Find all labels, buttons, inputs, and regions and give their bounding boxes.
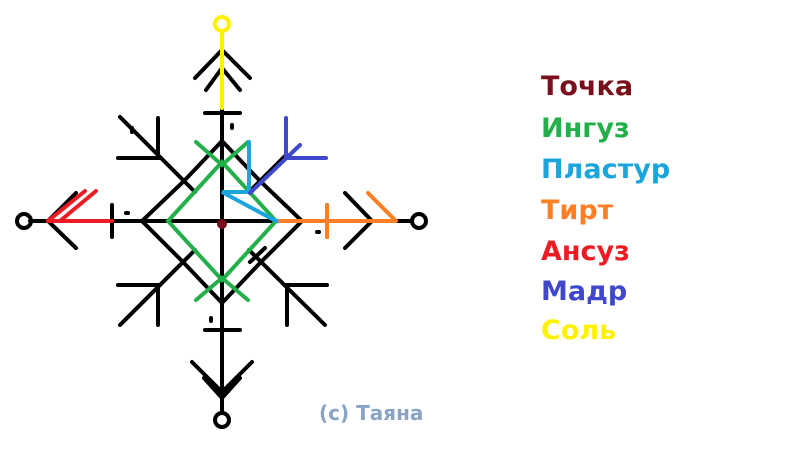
legend-label: Тирт — [541, 195, 614, 226]
legend-sol: Соль — [541, 316, 616, 346]
tirt-head — [366, 191, 398, 223]
ansuz-rune-second — [58, 189, 98, 223]
legend-inguz: Ингуз — [541, 114, 630, 144]
legend-label: Мадр — [541, 276, 628, 307]
copyright-text: (c) Таяна — [319, 401, 424, 425]
top-left-tick — [116, 116, 160, 160]
left-end-circle — [15, 212, 33, 230]
legend-label: Ансуз — [541, 236, 630, 267]
right-end-circle — [410, 212, 428, 230]
legend-tochka: Точка — [541, 72, 633, 102]
tochka-dot — [217, 219, 227, 229]
madr-hook — [284, 116, 328, 160]
ansuz-rune — [46, 189, 87, 223]
top-end-circle — [213, 15, 231, 33]
madr-rune — [248, 143, 302, 195]
bottom-left-tick — [116, 283, 160, 327]
bottom-end-circle — [213, 411, 231, 429]
bottom-right-tick — [285, 283, 329, 327]
legend-label: Пластур — [541, 154, 671, 185]
bottom-arrow-outer — [190, 360, 254, 395]
bottom-arrow-inner — [202, 376, 242, 401]
legend-tirt: Тирт — [541, 196, 613, 226]
legend-plastur: Пластур — [541, 155, 670, 185]
legend-madr: Мадр — [541, 277, 627, 307]
legend-ansuz: Ансуз — [541, 237, 630, 267]
inguz-bottom-hooks — [194, 275, 250, 302]
outer-star — [139, 138, 305, 306]
legend-label: Ингуз — [541, 113, 630, 144]
bottom-right-spur — [248, 246, 267, 264]
legend-label: Соль — [541, 315, 617, 346]
legend-label: Точка — [541, 71, 634, 102]
inguz-left-hooks — [194, 140, 250, 168]
